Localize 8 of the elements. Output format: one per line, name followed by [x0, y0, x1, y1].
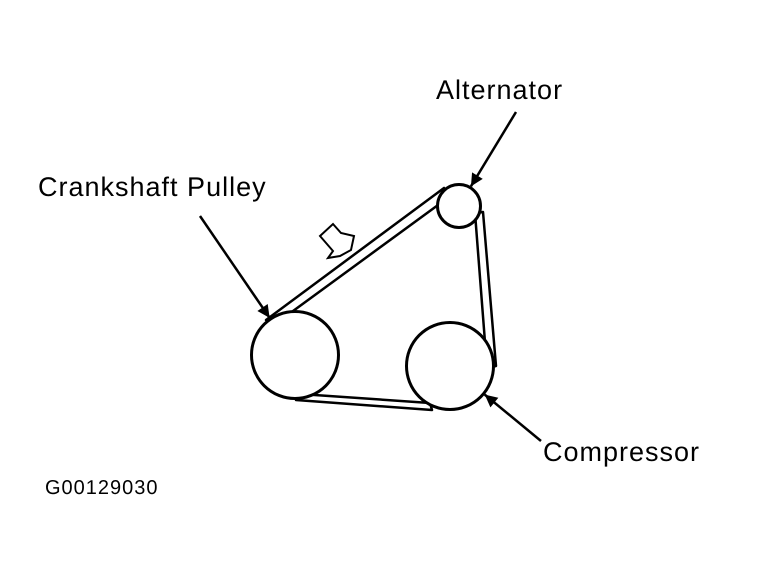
pulley-circle: [436, 183, 482, 229]
leader-line: [484, 394, 542, 442]
figure-code: G00129030: [45, 477, 159, 499]
leader-line: [198, 215, 271, 319]
part-label: Compressor: [543, 438, 700, 468]
part-label: Alternator: [436, 76, 564, 106]
leader-line: [470, 111, 518, 187]
part-label: Crankshaft Pulley: [38, 173, 267, 203]
